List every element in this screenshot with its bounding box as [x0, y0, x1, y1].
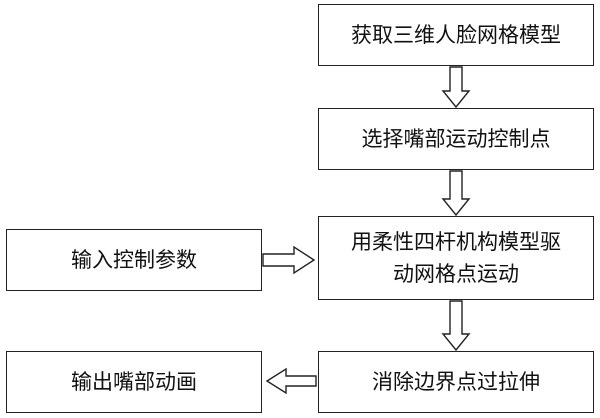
- step-four-bar-linkage-drive: 用柔性四杆机构模型驱 动网格点运动: [318, 216, 594, 300]
- step-eliminate-boundary-overstretch-label: 消除边界点过拉伸: [372, 370, 540, 394]
- arrow-left-output: [265, 367, 317, 395]
- arrow-down-1: [441, 66, 471, 109]
- step-select-mouth-control-points-label: 选择嘴部运动控制点: [361, 127, 551, 151]
- step-get-3d-face-mesh-label: 获取三维人脸网格模型: [351, 23, 561, 47]
- arrow-down-2: [441, 170, 471, 217]
- output-mouth-animation-label: 输出嘴部动画: [71, 370, 197, 394]
- arrow-right-input: [262, 245, 316, 275]
- step-four-bar-linkage-drive-label-line2: 动网格点运动: [393, 262, 519, 286]
- step-select-mouth-control-points: 选择嘴部运动控制点: [318, 108, 594, 170]
- step-get-3d-face-mesh: 获取三维人脸网格模型: [318, 4, 594, 66]
- input-control-params-label: 输入控制参数: [71, 248, 197, 272]
- output-mouth-animation-box: 输出嘴部动画: [6, 351, 262, 413]
- step-four-bar-linkage-drive-label-line1: 用柔性四杆机构模型驱: [351, 230, 561, 254]
- input-control-params-box: 输入控制参数: [6, 229, 262, 291]
- step-eliminate-boundary-overstretch: 消除边界点过拉伸: [318, 351, 594, 413]
- arrow-down-3: [441, 300, 471, 352]
